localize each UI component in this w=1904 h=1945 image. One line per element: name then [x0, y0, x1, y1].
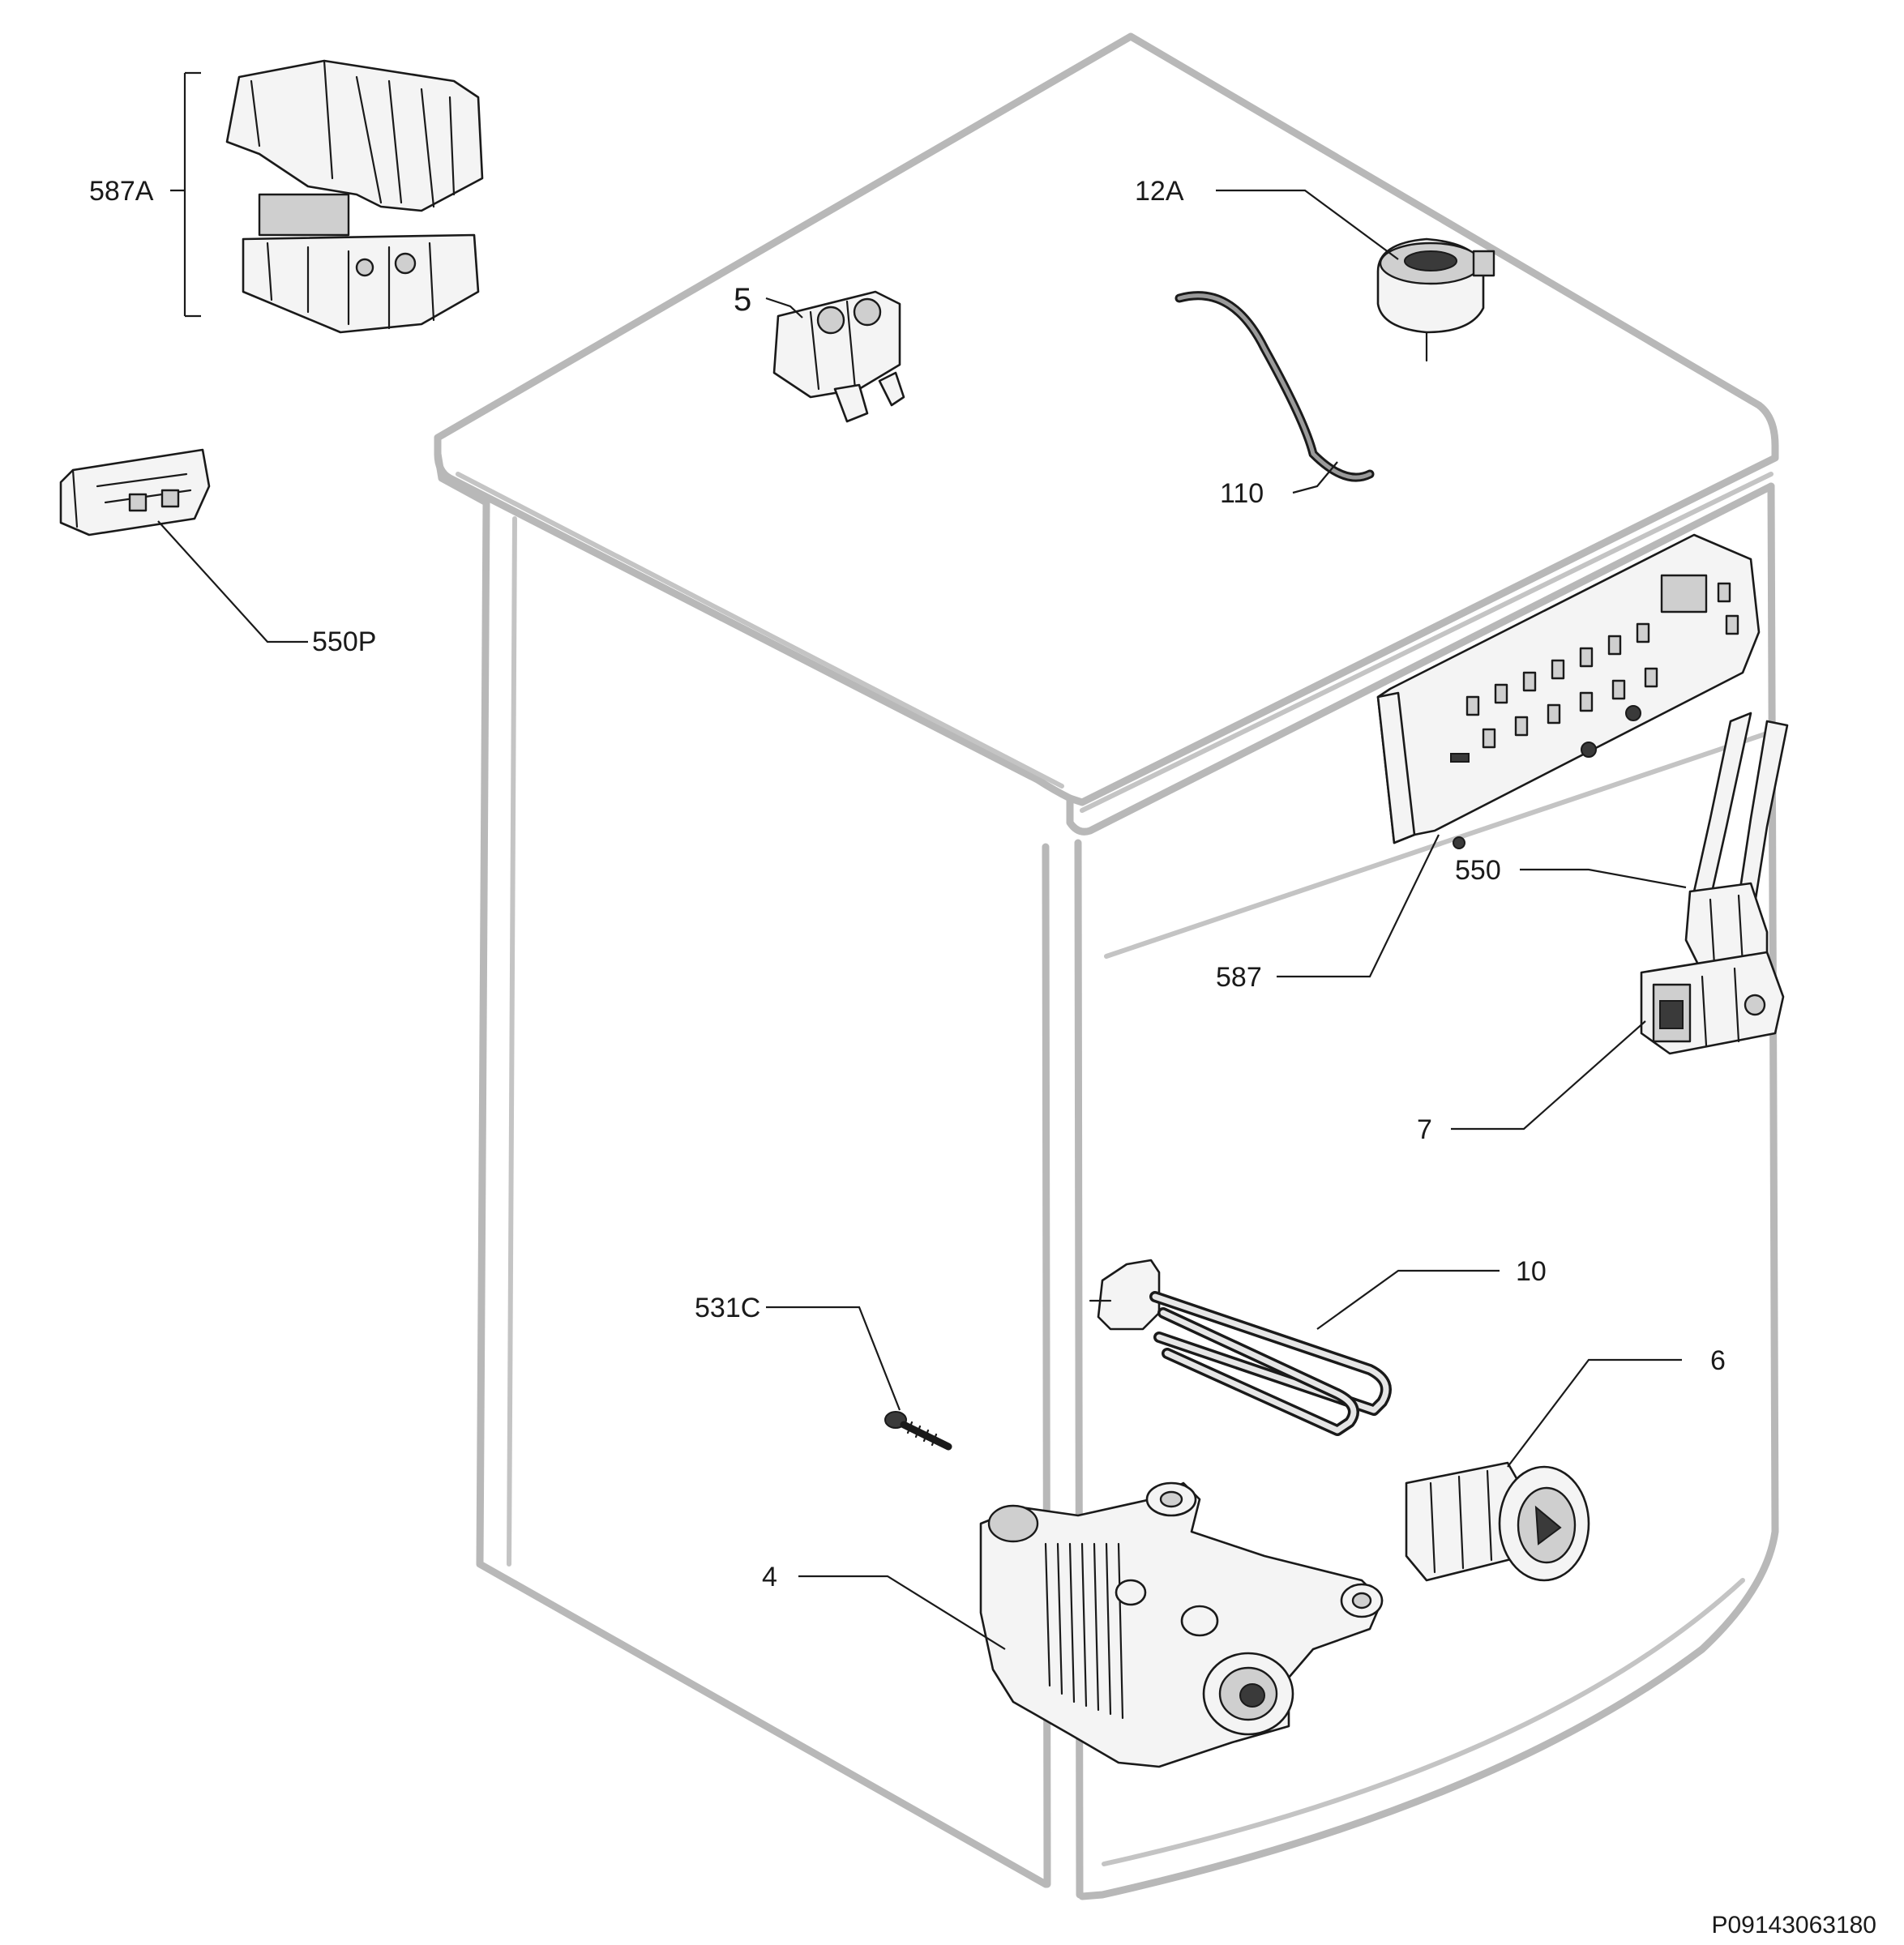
label-12A: 12A	[1135, 176, 1184, 207]
cabinet-outline	[434, 32, 1779, 1900]
label-5: 5	[734, 282, 751, 318]
board-component-row	[1465, 582, 1739, 749]
label-550P: 550P	[312, 626, 376, 657]
part-110-hose	[1174, 291, 1375, 482]
part-labels: 587A 550P 5 12A 110 550 587 7 10 531C 6 …	[89, 176, 1876, 1939]
motor-stator-windings	[1044, 1542, 1124, 1720]
part-5-inlet-valve	[772, 290, 905, 423]
label-7: 7	[1417, 1114, 1432, 1145]
part-7-door-lock	[1640, 951, 1785, 1055]
label-587A: 587A	[89, 176, 154, 207]
part-550P-bracket	[59, 448, 211, 536]
label-4: 4	[762, 1562, 777, 1592]
label-10: 10	[1516, 1256, 1547, 1287]
label-531C: 531C	[695, 1293, 760, 1323]
part-12A-pressure-switch	[1376, 237, 1495, 362]
part-4-motor	[979, 1481, 1384, 1768]
part-531C-screw	[884, 1411, 952, 1451]
part-587-control-board	[1376, 533, 1761, 849]
label-550: 550	[1455, 855, 1501, 886]
leader-lines	[157, 71, 1687, 1650]
part-587A-electronic-module	[225, 59, 484, 334]
part-10-heating-element	[1089, 1259, 1392, 1436]
reference-code: P09143063180	[1711, 1912, 1876, 1939]
part-6-drain-pump	[1405, 1461, 1590, 1582]
label-587: 587	[1216, 962, 1262, 993]
label-110: 110	[1220, 478, 1264, 509]
part-550-cable-harness	[1684, 712, 1789, 974]
label-6: 6	[1710, 1345, 1726, 1376]
